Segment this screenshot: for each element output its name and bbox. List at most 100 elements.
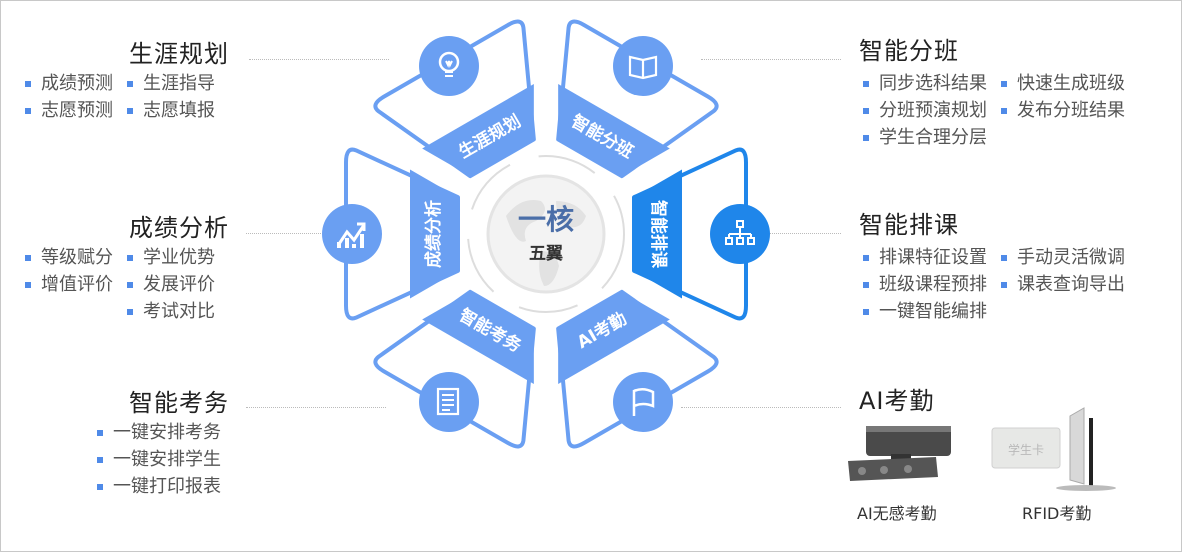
segment-0[interactable]: 生涯规划: [355, 1, 575, 200]
segment-2[interactable]: 智能排课: [632, 147, 770, 321]
bullet-icon: [863, 135, 869, 141]
item-text: 一键智能编排: [879, 301, 987, 322]
segment-band: [634, 169, 682, 299]
item-text: 增值评价: [41, 274, 113, 295]
list-item: 增值评价: [25, 273, 113, 297]
list-item: 快速生成班级: [1001, 72, 1125, 96]
center-subtitle: 五翼: [529, 244, 563, 264]
item-text: 快速生成班级: [1017, 73, 1125, 94]
cycle-arrows-icon: [467, 155, 625, 313]
flag-icon: [632, 388, 655, 417]
bullet-icon: [1001, 282, 1007, 288]
bullet-icon: [1001, 108, 1007, 114]
item-text: 发布分班结果: [1017, 100, 1125, 121]
segment-label: 智能排课: [648, 200, 669, 269]
item-text: 发展评价: [143, 274, 215, 295]
bullet-icon: [25, 282, 31, 288]
bullet-icon: [97, 430, 103, 436]
bullet-icon: [127, 81, 133, 87]
block-title: 智能分班: [859, 37, 959, 65]
exam-affairs-items: 一键安排考务 一键安排学生 一键打印报表: [97, 421, 221, 499]
segment-3[interactable]: AI考勤: [517, 268, 737, 480]
icon-circle: [419, 35, 479, 96]
bullet-icon: [863, 255, 869, 261]
block-title: 智能排课: [859, 211, 959, 239]
item-text: 课表查询导出: [1017, 274, 1125, 295]
segment-band: [558, 83, 670, 177]
list-item: 排课特征设置: [863, 246, 987, 270]
block-title: 生涯规划: [129, 40, 229, 68]
segment-5[interactable]: 成绩分析: [322, 147, 460, 321]
rfid-card-reader-image: 学生卡: [991, 407, 1116, 491]
icon-circle: [322, 204, 382, 264]
list-item: 学业优势: [127, 246, 215, 270]
list-item: 等级赋分: [25, 246, 113, 270]
list-item: 一键打印报表: [97, 475, 221, 499]
list-item: 课表查询导出: [1001, 273, 1125, 297]
connector-line: [701, 59, 841, 60]
connector-line: [246, 233, 321, 234]
bullet-icon: [863, 309, 869, 315]
list-item: 发布分班结果: [1001, 99, 1125, 123]
bullet-icon: [25, 81, 31, 87]
list-item: 班级课程预排: [863, 273, 987, 297]
list-item: 一键智能编排: [863, 300, 987, 324]
bullet-icon: [1001, 81, 1007, 87]
item-text: 排课特征设置: [879, 247, 987, 268]
item-text: 学业优势: [143, 247, 215, 268]
globe-icon: [486, 174, 606, 294]
bullet-icon: [97, 484, 103, 490]
icon-circle: [613, 372, 673, 433]
item-text: 同步选科结果: [879, 73, 987, 94]
center-title: 一核: [518, 203, 574, 236]
block-title: 智能考务: [129, 389, 229, 417]
chart-growth-icon: [337, 222, 366, 248]
item-text: 志愿预测: [41, 100, 113, 121]
item-text: 考试对比: [143, 301, 215, 322]
document-icon: [436, 387, 460, 416]
score-analysis-block: 成绩分析: [129, 208, 229, 243]
segment-label: 成绩分析: [423, 200, 444, 268]
list-item: 分班预演规划: [863, 99, 987, 123]
score-analysis-items: 等级赋分 学业优势 增值评价 发展评价 考试对比: [25, 246, 215, 324]
career-planning-block: 生涯规划: [129, 34, 229, 69]
book-icon: [628, 55, 658, 80]
bullet-icon: [1001, 255, 1007, 261]
career-planning-items: 成绩预测 生涯指导 志愿预测 志愿填报: [25, 72, 215, 123]
segment-band: [422, 291, 534, 385]
item-text: 一键打印报表: [113, 476, 221, 497]
segment-4[interactable]: 智能考务: [355, 268, 575, 480]
connector-line: [249, 59, 389, 60]
bullet-icon: [127, 309, 133, 315]
list-item: 考试对比: [127, 300, 215, 324]
item-text: 班级课程预排: [879, 274, 987, 295]
list-item: 一键安排学生: [97, 448, 221, 472]
bullet-icon: [863, 108, 869, 114]
ai-attendance-caption: AI无感考勤: [857, 504, 937, 523]
item-text: 学生合理分层: [879, 127, 987, 148]
connector-line: [766, 233, 841, 234]
segment-1[interactable]: 智能分班: [517, 1, 737, 200]
bullet-icon: [863, 282, 869, 288]
center-core: 一核 五翼: [467, 155, 625, 313]
list-item: 生涯指导: [127, 72, 215, 96]
bullet-icon: [97, 457, 103, 463]
bullet-icon: [127, 255, 133, 261]
icon-circle: [419, 372, 479, 433]
segment-band: [422, 83, 534, 177]
smart-class-block: 智能分班: [859, 31, 959, 66]
list-item: 手动灵活微调: [1001, 246, 1125, 270]
item-text: 成绩预测: [41, 73, 113, 94]
ai-camera-image: [848, 426, 951, 481]
ai-attendance-block: AI考勤: [859, 381, 935, 416]
list-item: 同步选科结果: [863, 72, 987, 96]
item-text: 一键安排考务: [113, 422, 221, 443]
connector-line: [681, 407, 841, 408]
bullet-icon: [863, 81, 869, 87]
item-text: 一键安排学生: [113, 449, 221, 470]
item-text: 手动灵活微调: [1017, 247, 1125, 268]
list-item: 成绩预测: [25, 72, 113, 96]
smart-class-items: 同步选科结果 快速生成班级 分班预演规划 发布分班结果 学生合理分层: [863, 72, 1125, 150]
list-item: 学生合理分层: [863, 126, 987, 150]
